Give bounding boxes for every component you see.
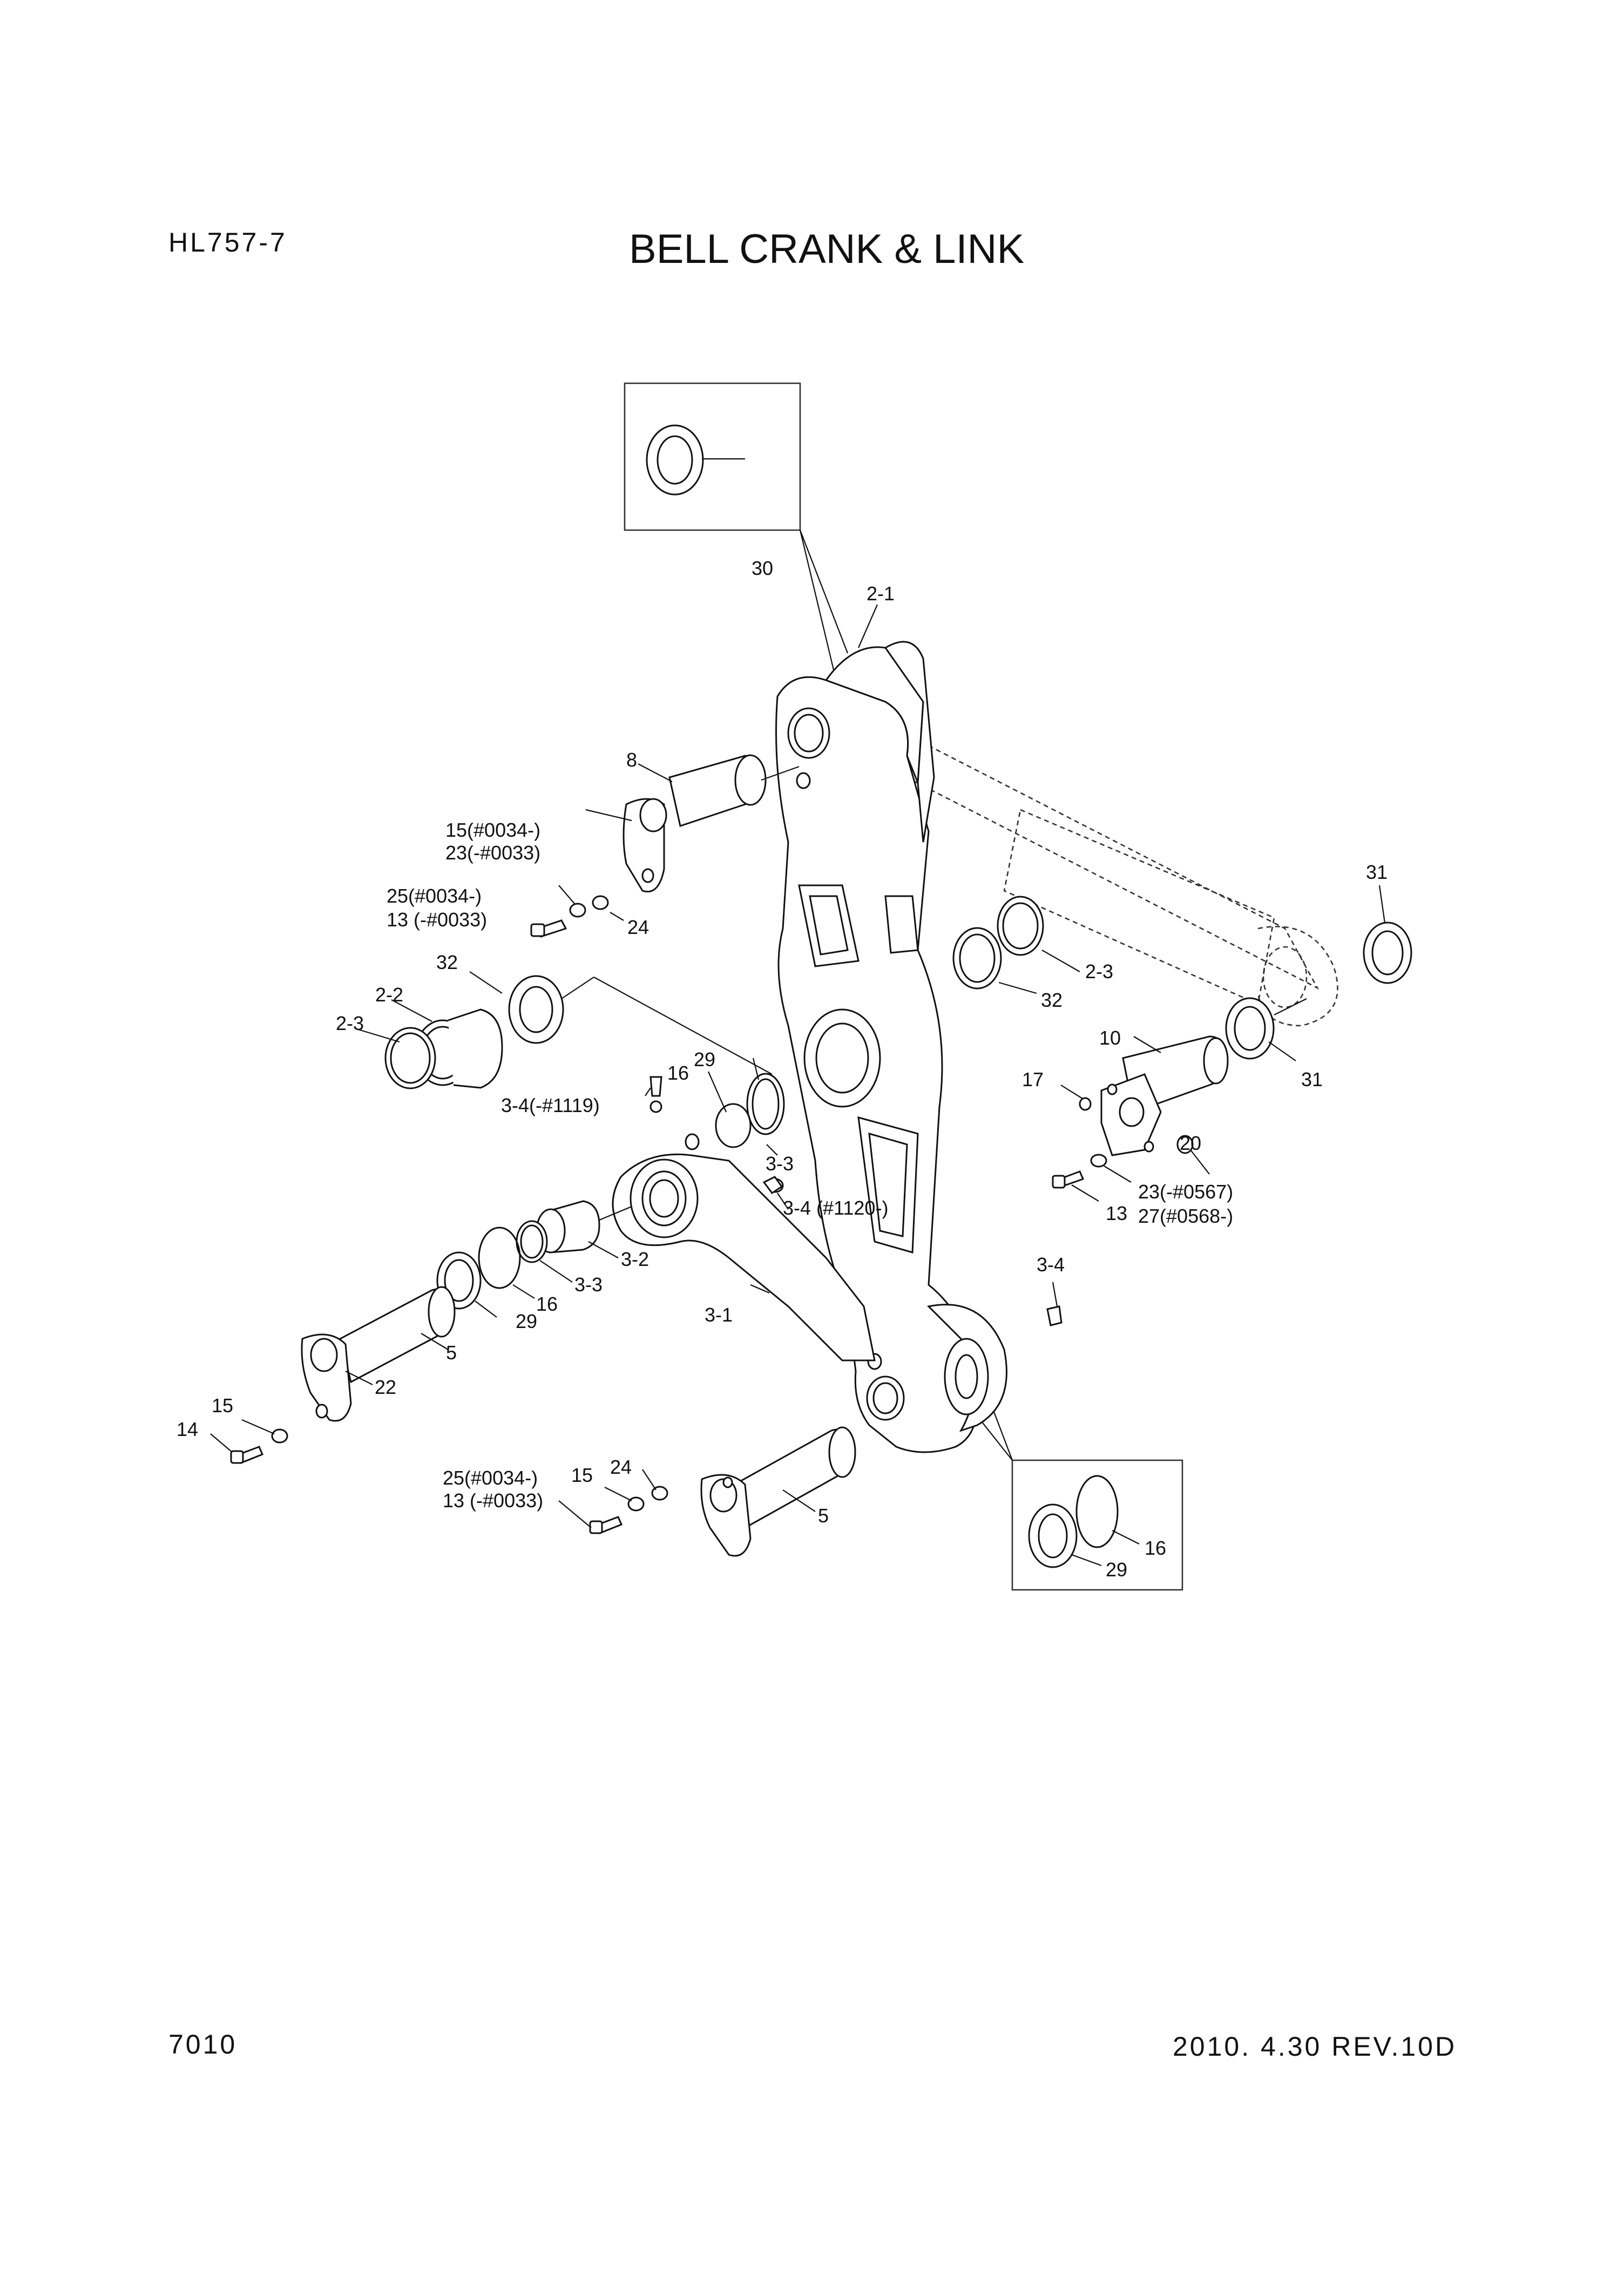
callout-13-b: 13 [1106, 1202, 1127, 1224]
shim-29 [1028, 1503, 1078, 1568]
callout-31-a: 31 [1366, 861, 1388, 883]
callout-31-b: 31 [1301, 1068, 1323, 1090]
revision-date: 2010. 4.30 REV.10D [1173, 2031, 1457, 2062]
callout-20: 20 [1180, 1132, 1201, 1154]
callout-10: 10 [1099, 1027, 1121, 1049]
callout-22: 22 [375, 1376, 396, 1398]
callout-32-b: 32 [1041, 989, 1063, 1011]
inset-box-seal-16-29 [950, 1381, 1183, 1591]
leader-lines [210, 604, 1386, 1528]
seal-set-right [952, 896, 1044, 990]
callout-25-a: 25(#0034-) [387, 885, 482, 907]
callout-29-c: 29 [1106, 1559, 1127, 1581]
callout-25-b: 25(#0034-) [443, 1467, 538, 1489]
callout-32-a: 32 [436, 951, 458, 973]
callout-15-a: 15(#0034-) [445, 819, 540, 841]
o-ring-16 [1075, 1475, 1119, 1548]
callout-24-b: 24 [610, 1456, 632, 1478]
callout-2-2: 2-2 [375, 984, 403, 1006]
callout-3-4-b: 3-4 (#1120-) [783, 1197, 888, 1219]
callout-15-c: 15 [571, 1464, 593, 1486]
callout-2-3-b: 2-3 [1085, 960, 1113, 983]
callout-3-1: 3-1 [705, 1304, 733, 1326]
pin-5-lower [589, 1426, 856, 1557]
callout-13-c: 13 (-#0033) [443, 1489, 543, 1512]
page-title: BELL CRANK & LINK [629, 226, 1025, 272]
callout-30: 30 [752, 557, 773, 579]
model-number: HL757-7 [168, 227, 287, 258]
callout-3-2: 3-2 [621, 1248, 649, 1270]
callout-24-a: 24 [627, 916, 649, 938]
inset-box-washer-30 [624, 382, 801, 531]
bushing-assembly-left [384, 975, 773, 1089]
callout-29-b: 29 [516, 1310, 537, 1332]
callout-3-3-b: 3-3 [574, 1273, 603, 1296]
callout-29-a: 29 [694, 1048, 715, 1071]
link-3-1 [612, 1133, 876, 1361]
callout-3-3-a: 3-3 [766, 1153, 794, 1175]
pin-10-assembly [1052, 1035, 1229, 1189]
callout-labels: 30 2-1 8 15(#0034-) 23(-#0033) 25(#0034-… [177, 557, 1388, 1581]
callout-2-3-a: 2-3 [336, 1012, 364, 1034]
callout-5-b: 5 [818, 1505, 829, 1527]
callout-8: 8 [626, 749, 637, 771]
bell-crank-2-1 [775, 641, 1007, 1453]
callout-14: 14 [177, 1418, 198, 1440]
washer-31-pair [1225, 922, 1412, 1060]
callout-23-b: 23(-#0567) [1138, 1181, 1233, 1203]
washer-30 [646, 424, 704, 496]
callout-5-a: 5 [446, 1342, 457, 1364]
callout-15-b: 15 [212, 1394, 233, 1417]
grease-fittings [649, 1076, 1063, 1326]
callout-13-a: 13 (-#0033) [387, 909, 487, 931]
callout-3-4-a: 3-4(-#1119) [501, 1094, 600, 1116]
callout-3-4-c: 3-4 [1037, 1254, 1065, 1276]
callout-16-c: 16 [1145, 1537, 1166, 1559]
bolt-washer-set-upper [530, 895, 609, 938]
callout-16-b: 16 [536, 1293, 558, 1315]
pin-5-left [230, 1286, 456, 1464]
callout-23-a: 23(-#0033) [445, 842, 540, 864]
seal-set-link-upper [715, 1073, 785, 1148]
pin-8 [622, 754, 800, 892]
bushing-assembly-link-lower [436, 1200, 632, 1310]
callout-16-a: 16 [667, 1062, 689, 1084]
page-number: 7010 [168, 2029, 238, 2059]
callout-2-1: 2-1 [867, 582, 895, 605]
callout-27: 27(#0568-) [1138, 1205, 1233, 1227]
callout-17: 17 [1022, 1068, 1044, 1090]
